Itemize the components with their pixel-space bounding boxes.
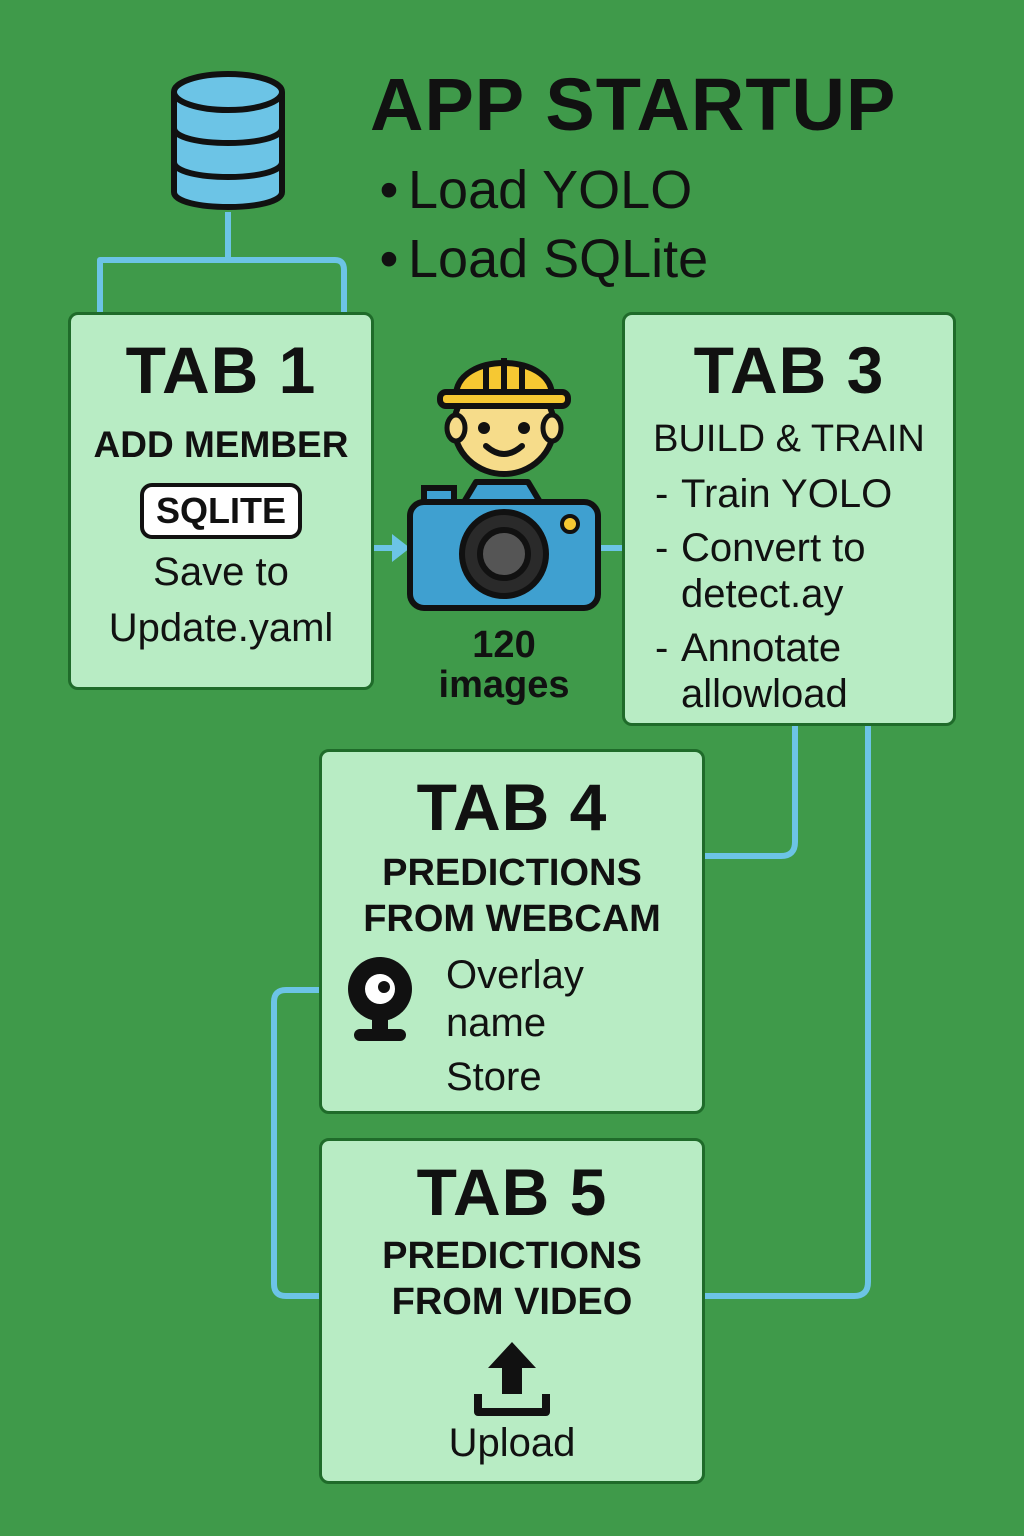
tab3-title: TAB 3 bbox=[693, 333, 885, 407]
tab4-feature: Overlay name Store bbox=[322, 951, 702, 1101]
tab4-title: TAB 4 bbox=[416, 770, 608, 844]
worker-icon bbox=[437, 358, 571, 477]
tab3-card[interactable]: TAB 3 BUILD & TRAIN -Train YOLO -Convert… bbox=[622, 312, 956, 726]
tab4-subtitle-line: FROM WEBCAM bbox=[363, 898, 661, 941]
tab4-card[interactable]: TAB 4 PREDICTIONS FROM WEBCAM Overlay na… bbox=[319, 749, 705, 1114]
tab5-subtitle: PREDICTIONS FROM VIDEO bbox=[322, 1233, 702, 1326]
feature-name: name bbox=[446, 1000, 547, 1045]
tab1-title: TAB 1 bbox=[125, 333, 317, 407]
tab4-subtitle-line: PREDICTIONS bbox=[382, 852, 642, 894]
arrow-head bbox=[392, 534, 410, 562]
startup-item: •Load YOLO bbox=[379, 160, 693, 220]
startup-item: •Load SQLite bbox=[379, 229, 709, 290]
tab1-subtitle: ADD MEMBER bbox=[93, 424, 349, 465]
db-to-tab1-connector-right bbox=[228, 257, 347, 312]
tab5-title: TAB 5 bbox=[416, 1155, 608, 1229]
app-startup-title: APP STARTUP bbox=[370, 63, 897, 146]
tab1-line: Update.yaml bbox=[108, 605, 334, 650]
upload-label[interactable]: Upload bbox=[448, 1420, 576, 1465]
tab1-card[interactable]: TAB 1 ADD MEMBER SQLITE Save to Update.y… bbox=[68, 312, 374, 690]
camera-caption: 120 images bbox=[402, 624, 606, 706]
camera-icon bbox=[407, 479, 601, 611]
tab3-to-tab5-connector bbox=[705, 726, 871, 1299]
tab3-subtitle: BUILD & TRAIN bbox=[653, 418, 925, 460]
tab3-step: -Train YOLO bbox=[655, 471, 893, 516]
tab5-card[interactable]: TAB 5 PREDICTIONS FROM VIDEO Upload bbox=[319, 1138, 705, 1484]
image-count-unit: images bbox=[438, 663, 570, 706]
webcam-icon bbox=[348, 956, 412, 1041]
tab5-subtitle-line: PREDICTIONS bbox=[382, 1235, 642, 1277]
feature-store: Store bbox=[446, 1054, 542, 1099]
tab4-feature-text: Overlay name Store bbox=[446, 951, 584, 1101]
app-startup: APP STARTUP •Load YOLO •Load SQLite bbox=[370, 68, 896, 294]
image-count: 120 bbox=[472, 624, 536, 666]
startup-list: •Load YOLO •Load SQLite bbox=[370, 156, 896, 294]
sqlite-badge: SQLITE bbox=[139, 483, 302, 539]
db-to-tab1-connector bbox=[97, 212, 231, 312]
database-icon bbox=[171, 71, 285, 210]
tab4-to-tab5-connector bbox=[271, 987, 319, 1299]
tab4-subtitle: PREDICTIONS FROM WEBCAM bbox=[322, 850, 702, 943]
capture-group: 120 images bbox=[402, 340, 606, 706]
feature-overlay: Overlay bbox=[446, 952, 584, 997]
upload-icon[interactable] bbox=[472, 1338, 552, 1418]
tab5-subtitle-line: FROM VIDEO bbox=[391, 1281, 633, 1324]
tab3-to-tab4-connector bbox=[705, 726, 798, 859]
tab1-line: Save to bbox=[153, 549, 289, 594]
